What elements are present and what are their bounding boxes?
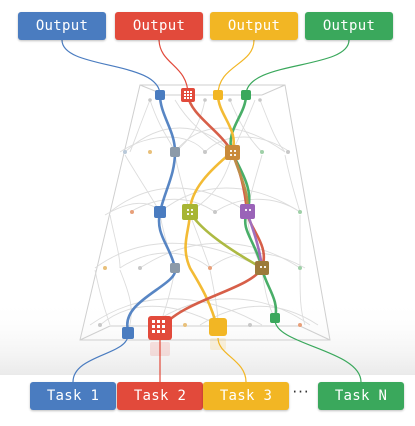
task-link-1 [72, 334, 129, 383]
bottom-nodes [122, 313, 280, 356]
node-l3-gray [170, 263, 180, 273]
node-bottom-red-grid [152, 320, 165, 333]
output-label-yellow: Output [210, 12, 298, 40]
route-blue [126, 93, 177, 332]
output-link-yellow [217, 39, 255, 96]
node-l2-blue [154, 206, 166, 218]
task-links [72, 319, 362, 383]
top-nodes [155, 88, 251, 102]
task-label-1: Task 1 [30, 382, 116, 410]
output-links [61, 39, 350, 96]
task-label-3: Task 3 [203, 382, 289, 410]
node-bottom-yellow [209, 318, 227, 336]
output-link-blue [61, 39, 161, 96]
node-l2-olive [182, 204, 198, 220]
node-bottom-blue [122, 327, 134, 339]
mesh-connections [89, 99, 319, 333]
node-bottom-green [270, 313, 280, 323]
output-link-red [158, 39, 189, 96]
output-label-blue: Output [18, 12, 106, 40]
output-label-green: Output [305, 12, 393, 40]
node-l2-purple [240, 204, 255, 219]
output-label-red: Output [115, 12, 203, 40]
node-l1-gray [170, 147, 180, 157]
task-label-n: Task N [318, 382, 404, 410]
floor-shadow [0, 300, 415, 375]
task-link-3 [217, 337, 247, 383]
task-link-n [274, 319, 362, 383]
output-link-green [245, 39, 350, 96]
node-top-green [241, 90, 251, 100]
task-label-2: Task 2 [117, 382, 203, 410]
node-l1-orange [225, 145, 240, 160]
node-top-red-grid [184, 91, 192, 99]
task-ellipsis: ··· [292, 383, 310, 401]
node-top-yellow [213, 90, 223, 100]
node-top-blue [155, 90, 165, 100]
mesh-nodes [98, 98, 302, 327]
middle-nodes [154, 145, 269, 275]
